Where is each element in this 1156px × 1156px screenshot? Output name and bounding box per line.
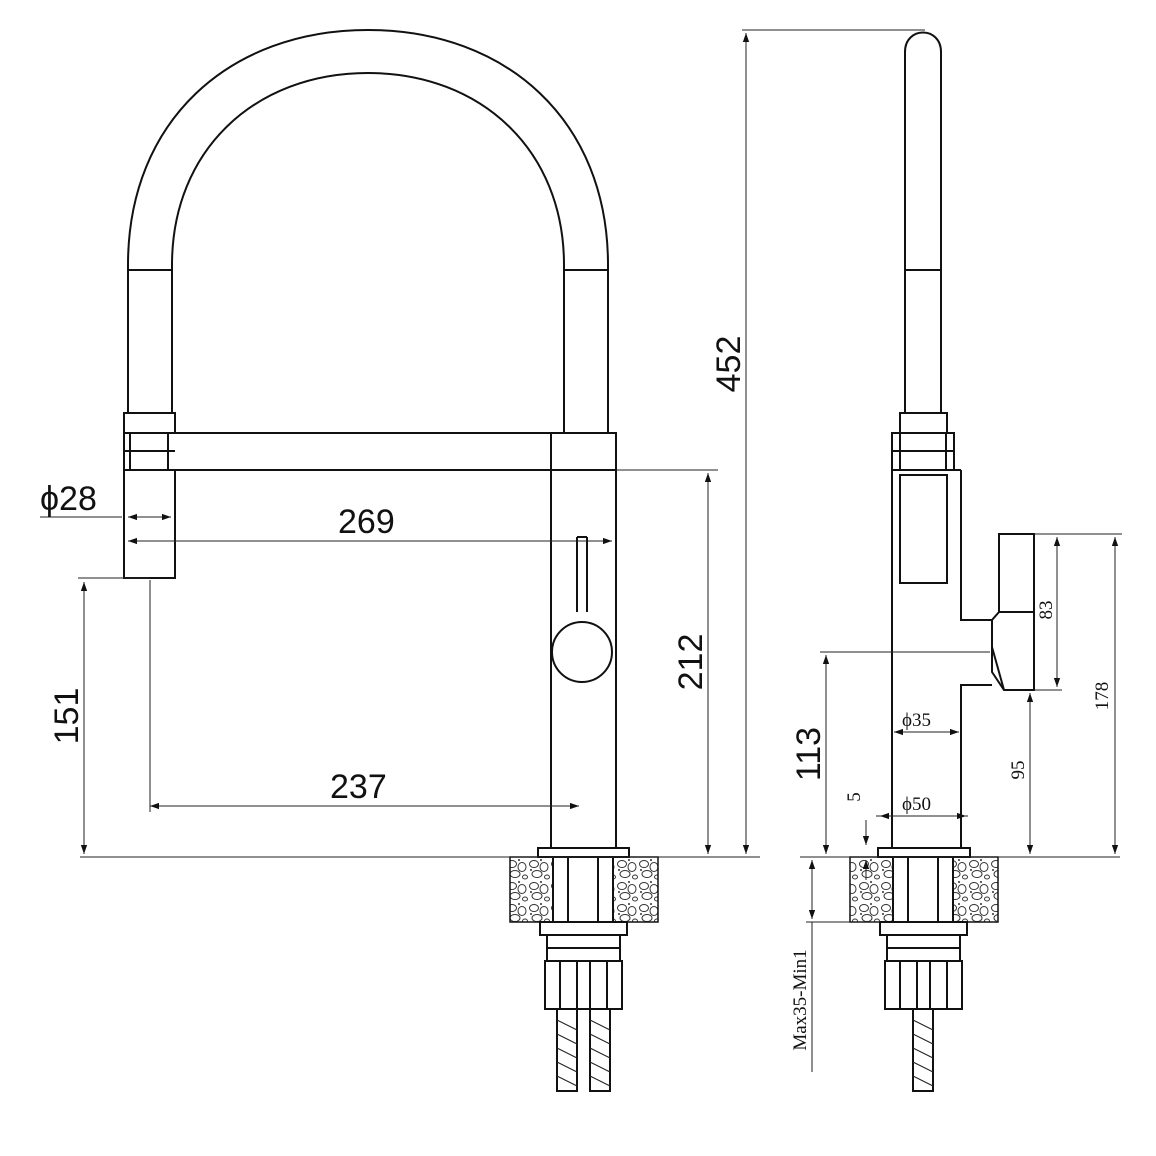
front-nut (544, 960, 623, 1010)
front-holder-bar (123, 432, 617, 471)
dim-lever-axis: 113 (790, 727, 828, 781)
dim-total-height: 452 (710, 336, 748, 393)
front-deck-hole (552, 856, 614, 923)
dim-outlet-diameter: ϕ28 (40, 480, 97, 518)
side-handle (991, 533, 1035, 691)
dim-base-ring: 5 (844, 792, 865, 802)
front-collar (123, 412, 176, 434)
dim-handle-top: 178 (1092, 682, 1113, 711)
side-spray-head (899, 474, 948, 584)
side-nut (884, 960, 963, 1010)
dim-reach: 269 (338, 503, 395, 541)
side-view: 83 178 95 113 ϕ35 ϕ50 5 Max35-Min1 (790, 31, 1122, 1092)
front-spray-head (123, 469, 176, 579)
side-collar (899, 412, 948, 434)
dim-base-diameter: ϕ50 (902, 794, 931, 815)
dim-deck-thickness: Max35-Min1 (790, 949, 811, 1050)
front-lever-handle (576, 536, 588, 612)
front-view: ϕ28 269 151 237 212 452 (40, 28, 925, 1092)
front-body (550, 432, 617, 849)
front-base-plate (537, 847, 630, 858)
dim-handle-low: 95 (1008, 761, 1029, 780)
side-base-plate (877, 847, 971, 858)
dim-lever-reach: 237 (330, 768, 387, 806)
dim-upper-diameter: ϕ35 (902, 710, 931, 731)
front-hoses (556, 1008, 611, 1092)
dim-body-height: 212 (672, 634, 710, 691)
front-lever-knob (551, 621, 613, 683)
front-spout-arch-inner (171, 71, 565, 433)
side-body (891, 469, 992, 848)
dim-handle-height: 83 (1036, 601, 1057, 620)
side-spout-tube (904, 31, 942, 413)
side-hose (912, 1008, 934, 1092)
dim-height-outlet: 151 (48, 688, 86, 745)
front-spout-arch (127, 28, 609, 433)
